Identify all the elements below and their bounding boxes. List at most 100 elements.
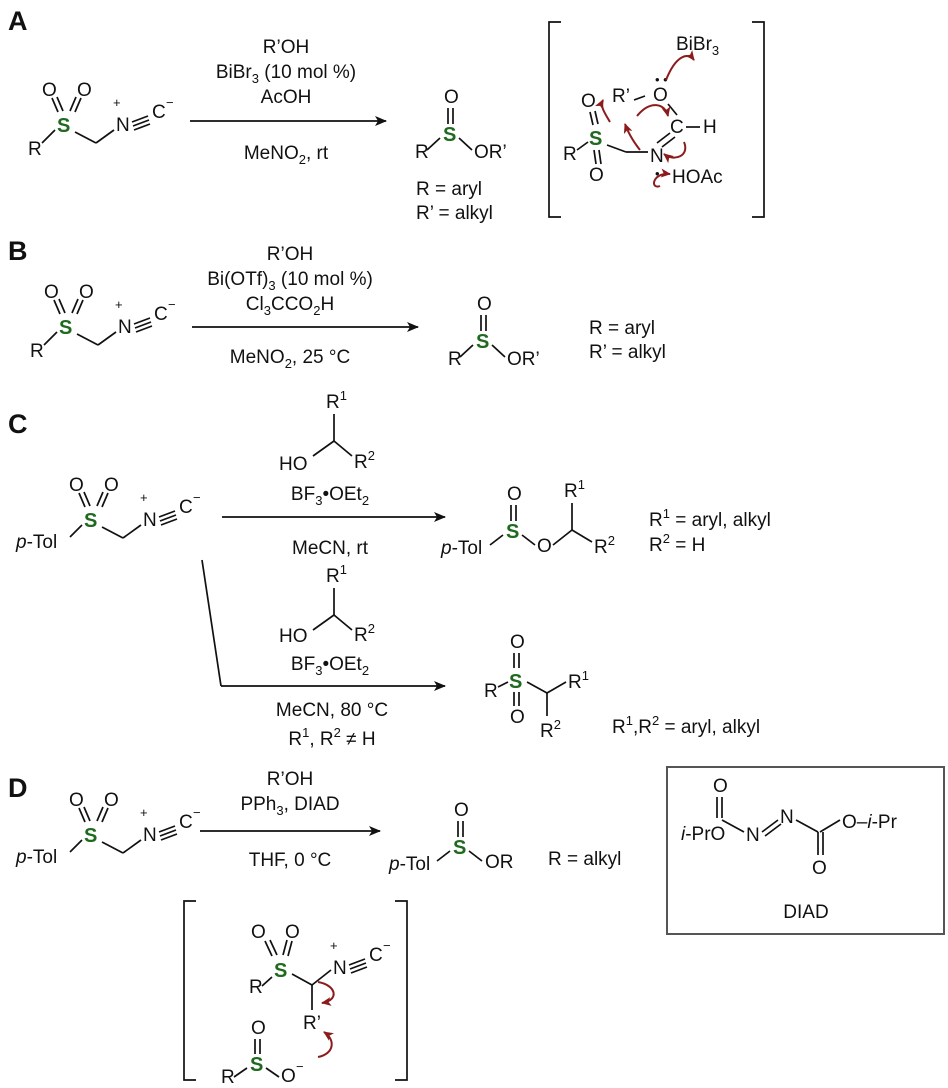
svg-text:HO: HO (279, 626, 308, 647)
mech-hoac: HOAc (672, 167, 723, 188)
reagent-a-2: BiBr3 (10 mol %) (216, 62, 356, 86)
mechanism-bracket-a: BiBr3 HOAc R S O O N • • C H O • • R’ (548, 21, 765, 218)
svg-text:S: S (453, 837, 466, 859)
svg-text:O: O (812, 858, 827, 879)
conditions-c-bottom-1: MeCN, 80 °C (276, 700, 388, 721)
svg-text:R2: R2 (354, 621, 375, 646)
svg-text:OR’: OR’ (474, 142, 507, 163)
conditions-d: THF, 0 °C (249, 850, 332, 871)
reaction-arrow-a: R’OH BiBr3 (10 mol %) AcOH MeNO2, rt (190, 37, 387, 167)
sulfinate-product-b: O S R OR’ R = aryl R’ = alkyl (448, 294, 666, 370)
svg-text:O: O (510, 707, 525, 728)
svg-text:S: S (506, 521, 519, 543)
svg-text:i-PrO: i-PrO (681, 824, 725, 845)
reagent-a-1: R’OH (263, 37, 309, 58)
svg-text:R: R (249, 977, 263, 998)
scope-c-bottom: R1,R2 = aryl, alkyl (612, 713, 760, 738)
conditions-b: MeNO2, 25 °C (230, 347, 350, 371)
svg-text:+: + (113, 95, 121, 110)
tosmic-reactant-c: p-Tol S O O N + C − (15, 475, 201, 553)
svg-text:R1: R1 (326, 562, 347, 587)
svg-text:O: O (77, 80, 92, 101)
svg-text:O: O (510, 632, 525, 653)
diad-caption: DIAD (783, 902, 828, 923)
svg-text:O: O (69, 790, 84, 811)
svg-text:S: S (84, 825, 97, 847)
scope-b-2: R’ = alkyl (589, 342, 666, 363)
svg-text:R’: R’ (303, 1013, 321, 1034)
reaction-arrow-d: R’OH PPh3, DIAD THF, 0 °C (200, 769, 381, 871)
svg-text:O–i-Pr: O–i-Pr (842, 812, 898, 833)
scope-a-1: R = aryl (416, 179, 482, 200)
reagent-d-1: R’OH (267, 769, 313, 790)
svg-text:O: O (507, 484, 522, 505)
svg-text:p-Tol: p-Tol (388, 854, 430, 875)
svg-text:C: C (179, 497, 193, 518)
alcohol-c-top: R1 HO R2 BF3•OEt2 (279, 388, 375, 508)
svg-text:S: S (443, 124, 456, 146)
svg-text:H: H (703, 117, 717, 138)
svg-text:R: R (563, 144, 577, 165)
svg-text:O: O (44, 282, 59, 303)
svg-text:S: S (476, 331, 489, 353)
svg-text:+: + (140, 805, 148, 820)
reagent-c-bottom: BF3•OEt2 (291, 654, 369, 678)
conditions-c-top: MeCN, rt (292, 538, 369, 559)
svg-text:O: O (79, 282, 94, 303)
reagent-b-3: Cl3CCO2H (246, 294, 334, 318)
svg-text:O: O (42, 80, 57, 101)
svg-text:O: O (285, 922, 300, 943)
section-c-label: C (8, 409, 28, 439)
svg-text:N: N (746, 825, 760, 846)
svg-text:• •: • • (655, 72, 668, 87)
section-a-label: A (8, 6, 28, 36)
svg-text:N: N (116, 115, 130, 136)
svg-text:R2: R2 (354, 448, 375, 473)
mechanism-bracket-d: O O S R N + C − R’ O S R O − (183, 900, 408, 1088)
scope-d: R = alkyl (548, 849, 621, 870)
svg-text:R1: R1 (568, 668, 589, 693)
svg-text:O: O (653, 85, 668, 106)
section-b-label: B (8, 236, 28, 266)
svg-text:C: C (670, 117, 684, 138)
svg-text:R: R (30, 341, 44, 362)
reagent-c-top: BF3•OEt2 (291, 484, 369, 508)
svg-text:O: O (281, 1066, 296, 1087)
svg-text:S: S (589, 128, 602, 150)
svg-text:R’: R’ (612, 86, 630, 107)
svg-text:N: N (780, 807, 794, 828)
svg-text:N: N (143, 510, 157, 531)
svg-text:N: N (650, 146, 664, 167)
svg-text:−: − (166, 95, 174, 110)
svg-text:C: C (179, 812, 193, 833)
svg-text:OR: OR (485, 852, 514, 873)
svg-text:N: N (143, 825, 157, 846)
svg-text:O: O (454, 800, 469, 821)
sulfinate-product-c: O S p-Tol O R1 R2 R1 = aryl, alkyl R2 = … (440, 477, 771, 559)
svg-text:O: O (581, 91, 596, 112)
tosmic-reactant-d: p-Tol S O O N + C − (15, 790, 201, 868)
svg-text:R: R (484, 681, 498, 702)
svg-text:N: N (333, 958, 347, 979)
sulfone-product-c: R S O O R1 R2 R1,R2 = aryl, alkyl (484, 632, 760, 742)
tosmic-reactant-a: R S O O N + C − (28, 80, 174, 160)
reagent-b-2: Bi(OTf)3 (10 mol %) (207, 269, 373, 293)
svg-text:+: + (115, 297, 123, 312)
svg-text:O: O (477, 294, 492, 315)
svg-text:R: R (221, 1067, 235, 1088)
svg-text:OR’: OR’ (507, 349, 540, 370)
svg-text:O: O (444, 87, 459, 108)
svg-text:C: C (154, 304, 168, 325)
branch-line-c (201, 559, 222, 687)
reaction-arrow-b: R’OH Bi(OTf)3 (10 mol %) Cl3CCO2H MeNO2,… (192, 244, 419, 371)
svg-text:S: S (250, 1054, 263, 1076)
svg-text:−: − (193, 490, 201, 505)
svg-text:p-Tol: p-Tol (15, 847, 57, 868)
svg-text:S: S (509, 671, 522, 693)
svg-text:HO: HO (279, 454, 308, 475)
reagent-b-1: R’OH (267, 244, 313, 265)
scope-c-top-1: R1 = aryl, alkyl (649, 506, 771, 531)
reagent-a-3: AcOH (261, 87, 312, 108)
scope-c-top-2: R2 = H (649, 531, 705, 556)
svg-text:−: − (296, 1059, 304, 1074)
